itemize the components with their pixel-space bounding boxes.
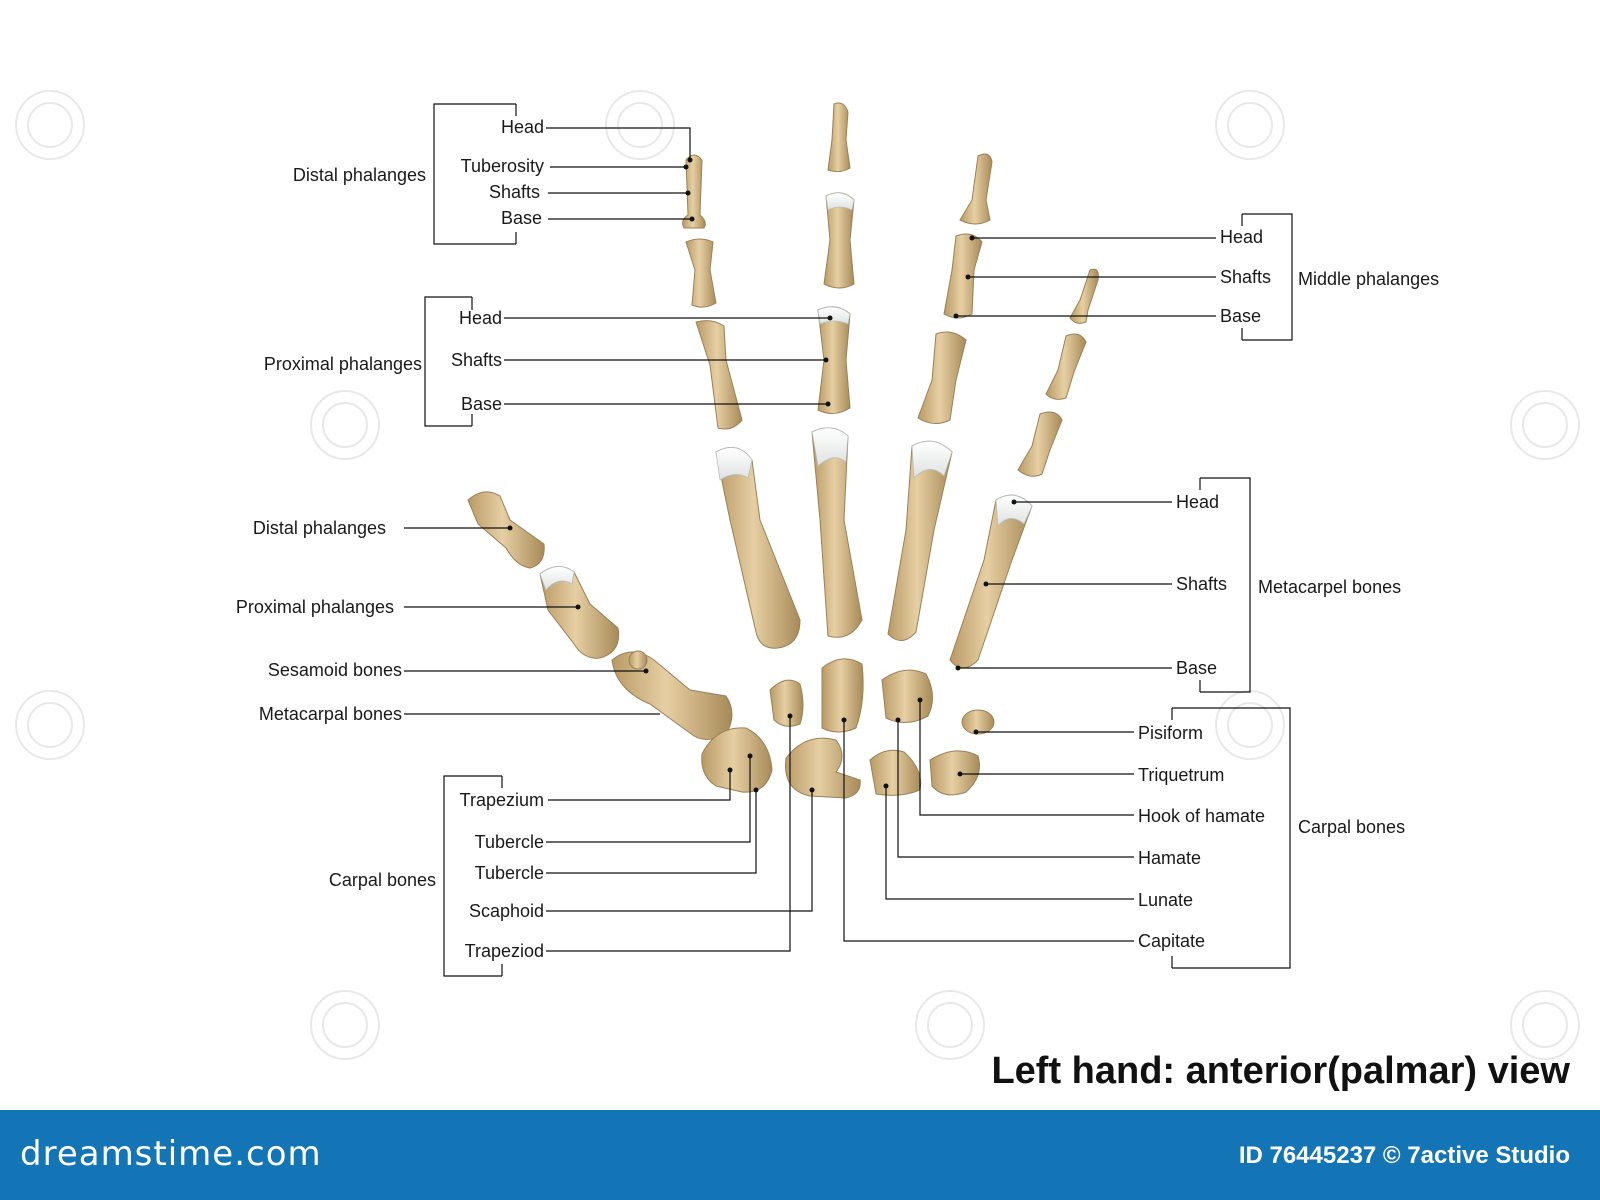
pisiform-bone [961, 709, 995, 735]
label-distal-head: Head [501, 117, 544, 137]
middle-proximal-cartilage [817, 306, 851, 325]
middle-middle-cartilage [825, 192, 855, 211]
sesamoid-bone [628, 650, 648, 670]
label-distal-phalanges-top: Distal phalanges [293, 165, 426, 185]
triquetrum-bone [929, 750, 980, 796]
labels: Distal phalanges Head Tuberosity Shafts … [236, 117, 1439, 961]
footer-image-id: ID 76445237 © 7active Studio [1238, 1142, 1570, 1169]
footer-bar: dreamstime.com ID 76445237 © 7active Stu… [0, 1110, 1600, 1200]
index-middle-phalanx [685, 238, 717, 308]
label-proximal-head: Head [459, 308, 502, 328]
label-distal-shafts: Shafts [489, 182, 540, 202]
label-middle-phalanges: Middle phalanges [1298, 269, 1439, 289]
index-distal-phalanx [682, 154, 706, 229]
label-proximal-phalanges-top: Proximal phalanges [264, 354, 422, 374]
label-carpal-bones-right: Carpal bones [1298, 817, 1405, 837]
capitate-bone [821, 658, 864, 733]
little-proximal-phalanx [1017, 411, 1063, 477]
middle-distal-phalanx [827, 102, 851, 173]
label-metacarpal-base: Base [1176, 658, 1217, 678]
thumb-proximal-cartilage [539, 566, 575, 591]
label-hook-of-hamate: Hook of hamate [1138, 806, 1265, 826]
label-distal-tuberosity: Tuberosity [461, 156, 544, 176]
watermark-layer [15, 90, 1580, 1060]
thumb-distal-phalanx [467, 491, 545, 569]
label-thumb-proximal-phalanges: Proximal phalanges [236, 597, 394, 617]
index-finger [682, 154, 801, 649]
label-hamate: Hamate [1138, 848, 1201, 868]
ring-distal-phalanx [959, 153, 993, 225]
trapezium-bone [701, 727, 773, 793]
index-metacarpal-head-cartilage [715, 447, 753, 481]
label-scaphoid: Scaphoid [469, 901, 544, 921]
label-proximal-base: Base [461, 394, 502, 414]
label-distal-base: Base [501, 208, 542, 228]
leader-lines [404, 103, 1293, 977]
footer-brand-logo[interactable]: dreamstime.com [20, 1134, 322, 1174]
ring-metacarpal-head-cartilage [911, 440, 953, 479]
index-proximal-phalanx [695, 320, 743, 430]
little-finger [949, 268, 1099, 669]
ring-middle-phalanx [943, 233, 983, 319]
label-metacarpal-shafts: Shafts [1176, 574, 1227, 594]
label-metacarpel-bones: Metacarpel bones [1258, 577, 1401, 597]
hamate-bone [881, 669, 933, 723]
label-tubercle-1: Tubercle [475, 832, 544, 852]
label-thumb-metacarpal-bones: Metacarpal bones [259, 704, 402, 724]
thumb-metacarpal [611, 651, 733, 740]
label-sesamoid-bones: Sesamoid bones [268, 660, 402, 680]
diagram-title: Left hand: anterior(palmar) view [991, 1050, 1570, 1092]
ring-finger [887, 153, 993, 641]
label-lunate: Lunate [1138, 890, 1193, 910]
middle-metacarpal-head-cartilage [811, 427, 849, 467]
bones [467, 102, 1099, 799]
trapezoid-bone [769, 679, 804, 727]
little-middle-phalanx [1045, 333, 1087, 400]
label-middle-base: Base [1220, 306, 1261, 326]
label-capitate: Capitate [1138, 931, 1205, 951]
ring-proximal-phalanx [917, 331, 967, 424]
thumb [467, 491, 733, 740]
scaphoid-bone [785, 737, 861, 799]
label-triquetrum: Triquetrum [1138, 765, 1224, 785]
label-trapezium: Trapezium [460, 790, 544, 810]
label-carpal-bones-left: Carpal bones [329, 870, 436, 890]
label-tubercle-2: Tubercle [475, 863, 544, 883]
carpals [701, 658, 995, 799]
label-middle-shafts: Shafts [1220, 267, 1271, 287]
label-thumb-distal-phalanges: Distal phalanges [253, 518, 386, 538]
little-distal-phalanx [1069, 268, 1099, 324]
label-proximal-shafts: Shafts [451, 350, 502, 370]
label-trapeziod: Trapeziod [465, 941, 544, 961]
label-pisiform: Pisiform [1138, 723, 1203, 743]
label-metacarpal-head: Head [1176, 492, 1219, 512]
label-middle-head: Head [1220, 227, 1263, 247]
little-metacarpal-head-cartilage [995, 494, 1033, 527]
index-metacarpal [715, 447, 801, 649]
lunate-bone [869, 749, 922, 796]
middle-finger [811, 102, 863, 638]
